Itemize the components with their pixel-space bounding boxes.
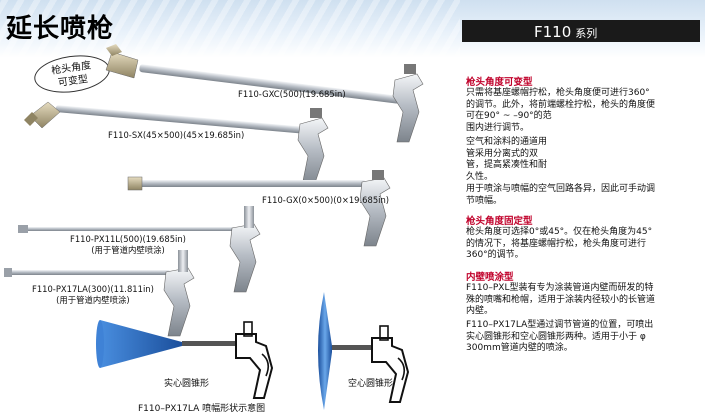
spray-gun-illustrations xyxy=(4,44,424,410)
caption-solid-cone: 实心圆锥形 xyxy=(164,379,210,389)
text-line: 360°的调节。 xyxy=(466,250,524,260)
section-title-inner: 内壁喷涂型 xyxy=(466,272,514,283)
model-note-px17la: (用于管道内壁喷涂) xyxy=(56,295,130,305)
gun-gx xyxy=(127,170,391,247)
text-line: 空气和涂料的通道用 xyxy=(466,137,548,147)
model-label-gxc: F110-GXC(500)(19.685in) xyxy=(238,89,346,99)
text-line: 内壁。 xyxy=(466,306,494,316)
text-line: 围内进行调节。 xyxy=(466,122,530,133)
caption-hollow-cone: 空心圆锥形 xyxy=(348,379,394,389)
gun-px17la xyxy=(4,250,195,337)
series-model: F110 xyxy=(534,23,572,41)
section-title-variable: 枪头角度可变型 xyxy=(466,77,533,88)
paragraph-variable-1: 只需将基座螺帽拧松，枪头角度便可进行360° 的调节。此外，将前端螺栓拧松，枪头… xyxy=(466,88,702,134)
text-line: 管，提高紧凑性和耐 xyxy=(466,160,548,170)
text-line: 实心圆锥形和空心圆锥形两种。适用于小于 φ xyxy=(466,331,646,342)
text-line: F110–PXL型装有专为涂装管道内壁而研发的特 xyxy=(466,283,654,293)
model-label-px17la: F110-PX17LA(300)(11.811in) (用于管道内壁喷涂) xyxy=(32,284,154,306)
page-title: 延长喷枪 xyxy=(6,14,115,44)
paragraph-inner-2: F110–PX17LA型通过调节管道的位置，可喷出 实心圆锥形和空心圆锥形两种。… xyxy=(466,320,702,355)
series-suffix: 系列 xyxy=(575,27,598,40)
text-line: 节喷幅。 xyxy=(466,195,503,206)
model-name-px11l: F110-PX11L(500)(19.685in) xyxy=(70,234,186,244)
text-line: 枪头角度可选择0°或45°。仅在枪头角度为45° xyxy=(466,227,653,237)
text-line: F110–PX17LA型通过调节管道的位置，可喷出 xyxy=(466,320,654,330)
gun-px11l xyxy=(18,206,261,293)
model-name-px17la: F110-PX17LA(300)(11.811in) xyxy=(32,284,154,294)
text-line: 的情况下，将基座螺帽拧松，枪头角度可进行 xyxy=(466,238,647,249)
model-note-px11l: (用于管道内壁喷涂) xyxy=(91,245,165,255)
hollow-cone-diagram xyxy=(318,292,410,410)
text-line: 管采用分离式的双 xyxy=(466,148,539,159)
text-line: 殊的喷嘴和枪帽，适用于涂装内径较小的长管道 xyxy=(466,294,656,305)
paragraph-fixed-1: 枪头角度可选择0°或45°。仅在枪头角度为45° 的情况下，将基座螺帽拧松，枪头… xyxy=(466,227,702,262)
text-line: 300mm管道内壁的喷涂。 xyxy=(466,343,573,353)
gun-sx xyxy=(24,101,329,187)
text-line: 可在90° ~ –90°的范 xyxy=(466,111,552,121)
text-line: 久性。 xyxy=(466,171,494,182)
model-label-px11l: F110-PX11L(500)(19.685in) (用于管道内壁喷涂) xyxy=(70,234,186,256)
text-line: 的调节。此外，将前端螺栓拧松，枪头的角度便 xyxy=(466,99,656,110)
section-title-fixed: 枪头角度固定型 xyxy=(466,216,533,227)
model-label-gx: F110-GX(0×500)(0×19.685in) xyxy=(262,195,390,205)
paragraph-inner-1: F110–PXL型装有专为涂装管道内壁而研发的特 殊的喷嘴和枪帽，适用于涂装内径… xyxy=(466,283,702,318)
gun-gxc xyxy=(105,44,424,143)
model-label-sx: F110-SX(45×500)(45×19.685in) xyxy=(108,130,245,140)
solid-cone-diagram xyxy=(96,320,274,399)
paragraph-variable-3: 用于喷涂与喷幅的空气回路各异，因此可手动调 节喷幅。 xyxy=(466,184,702,207)
caption-pattern-title: F110–PX17LA 喷幅形状示意图 xyxy=(138,404,266,414)
text-line: 只需将基座螺帽拧松，枪头角度便可进行360° xyxy=(466,88,650,98)
paragraph-variable-2: 空气和涂料的通道用 管采用分离式的双 管，提高紧凑性和耐 久性。 xyxy=(466,137,576,183)
text-line: 用于喷涂与喷幅的空气回路各异，因此可手动调 xyxy=(466,184,656,194)
